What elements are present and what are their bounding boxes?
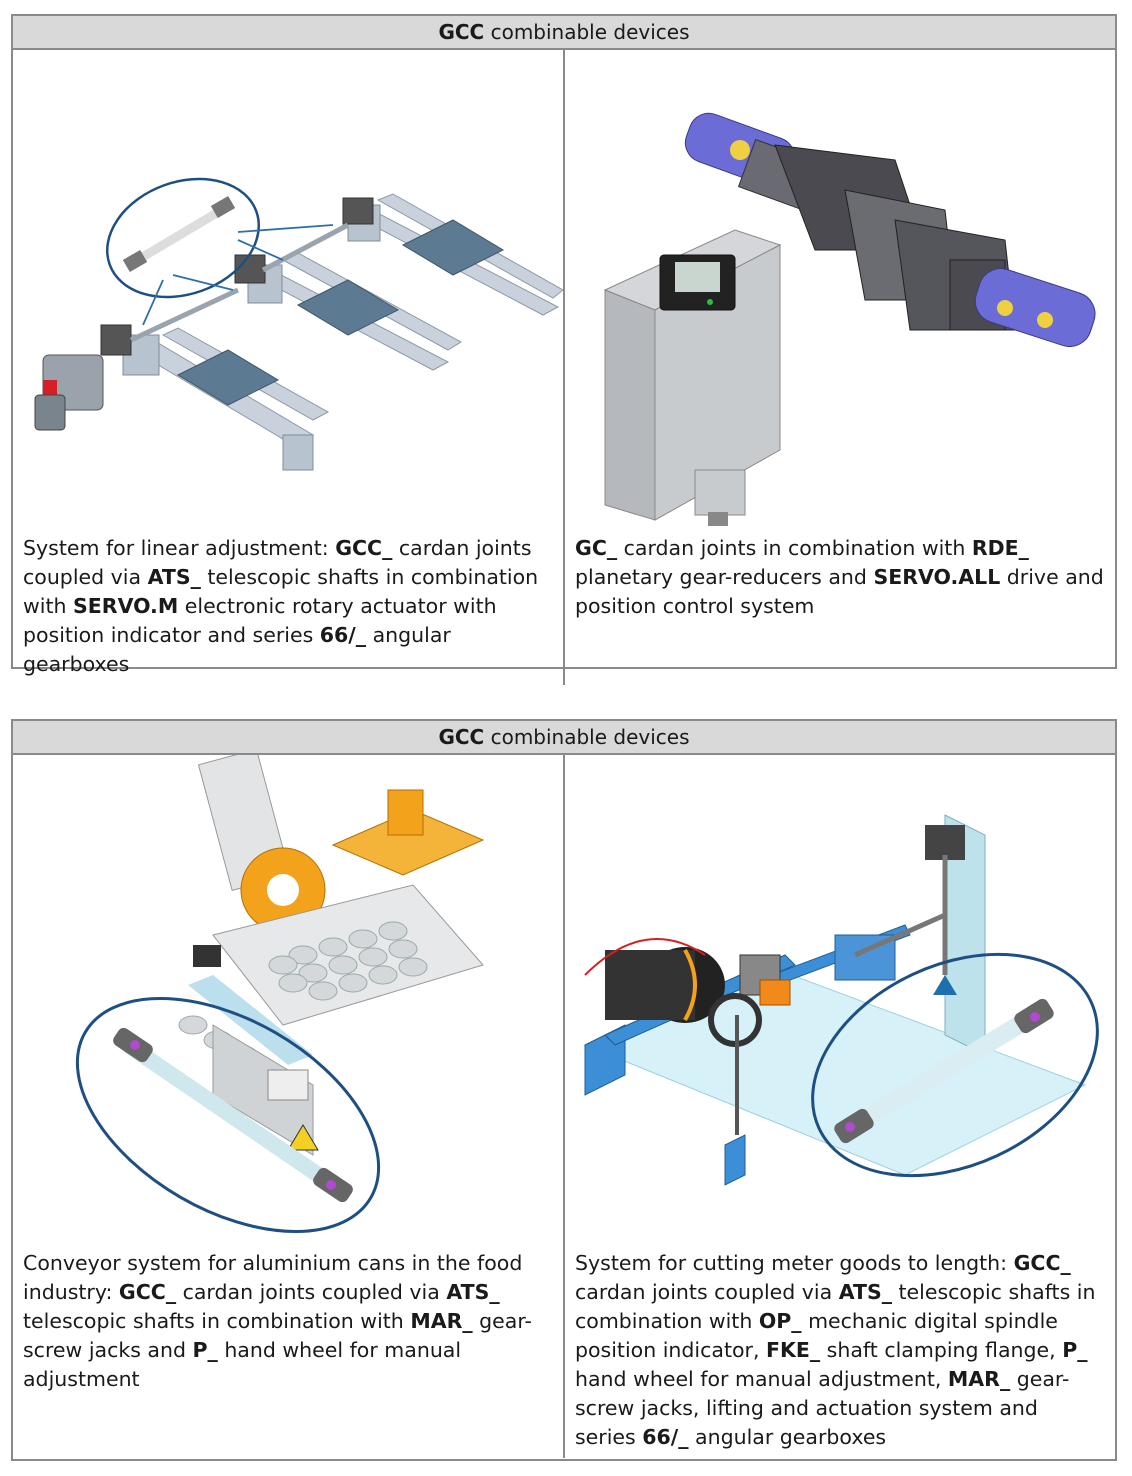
caption-product-code: ATS_: [838, 1280, 892, 1304]
linear-adjustment-system-image: [13, 50, 563, 530]
caption-text: mechanic digital spindle position indica…: [575, 1309, 1058, 1362]
caption: System for linear adjustment: GCC_ carda…: [13, 530, 563, 685]
caption-product-code: RDE_: [971, 536, 1029, 560]
caption-text: Conveyor system for aluminium cans in th…: [23, 1251, 523, 1304]
caption-product-code: GC_: [575, 536, 618, 560]
caption-product-code: P_: [1062, 1338, 1088, 1362]
caption-text: telescopic shafts in combination with: [575, 1280, 1096, 1333]
caption-product-code: MAR_: [410, 1309, 473, 1333]
caption-product-code: FKE_: [766, 1338, 821, 1362]
header-bold: GCC: [438, 725, 485, 749]
caption-text: hand wheel for manual adjustment: [23, 1338, 462, 1391]
caption-product-code: SERVO.ALL: [873, 565, 1001, 589]
caption-text: telescopic shafts in combination with: [23, 1309, 411, 1333]
table-header: GCC combinable devices: [13, 16, 1115, 50]
header-text: combinable devices: [484, 20, 690, 44]
caption-product-code: 66/_: [319, 623, 367, 647]
table-header: GCC combinable devices: [13, 721, 1115, 755]
caption-text: planetary gear-reducers and: [575, 565, 874, 589]
caption-product-code: MAR_: [947, 1367, 1011, 1391]
gear-reducer-servo-image: [565, 50, 1115, 530]
table-cell: System for linear adjustment: GCC_ carda…: [13, 50, 563, 685]
table-cell: GC_ cardan joints in combination with RD…: [563, 50, 1115, 685]
caption-text: gear-screw jacks and: [23, 1309, 532, 1362]
caption-text: shaft clamping flange,: [820, 1338, 1063, 1362]
caption: Conveyor system for aluminium cans in th…: [13, 1245, 563, 1400]
caption-product-code: ATS_: [147, 565, 201, 589]
caption-text: System for linear adjustment:: [23, 536, 336, 560]
caption: System for cutting meter goods to length…: [565, 1245, 1115, 1458]
caption-text: angular gearboxes: [23, 623, 451, 676]
caption-text: cardan joints in combination with: [617, 536, 972, 560]
cutting-system-image: [565, 755, 1115, 1245]
caption: GC_ cardan joints in combination with RD…: [565, 530, 1115, 627]
caption-text: hand wheel for manual adjustment,: [575, 1367, 948, 1391]
header-bold: GCC: [438, 20, 485, 44]
caption-product-code: 66/_: [642, 1425, 689, 1449]
caption-product-code: SERVO.M: [73, 594, 179, 618]
caption-text: cardan joints coupled via: [23, 536, 532, 589]
caption-product-code: ATS_: [446, 1280, 500, 1304]
combinable-devices-table-2: GCC combinable devices: [11, 719, 1117, 1461]
caption-text: gear-screw jacks, lifting and actuation …: [575, 1367, 1070, 1449]
caption-product-code: GCC_: [335, 536, 393, 560]
caption-text: cardan joints coupled via: [176, 1280, 447, 1304]
conveyor-system-image: [13, 755, 563, 1245]
caption-text: angular gearboxes: [688, 1425, 887, 1449]
combinable-devices-table-1: GCC combinable devices: [11, 14, 1117, 685]
caption-product-code: GCC_: [1013, 1251, 1071, 1275]
caption-text: cardan joints coupled via: [575, 1280, 839, 1304]
header-text: combinable devices: [484, 725, 690, 749]
table-cell: System for cutting meter goods to length…: [563, 755, 1115, 1458]
caption-text: electronic rotary actuator with position…: [23, 594, 497, 647]
caption-text: telescopic shafts in combination with: [23, 565, 539, 618]
caption-text: System for cutting meter goods to length…: [575, 1251, 1014, 1275]
caption-text: drive and position control system: [575, 565, 1104, 618]
table-cell: Conveyor system for aluminium cans in th…: [13, 755, 563, 1458]
caption-product-code: OP_: [758, 1309, 802, 1333]
caption-product-code: P_: [192, 1338, 218, 1362]
caption-product-code: GCC_: [118, 1280, 177, 1304]
